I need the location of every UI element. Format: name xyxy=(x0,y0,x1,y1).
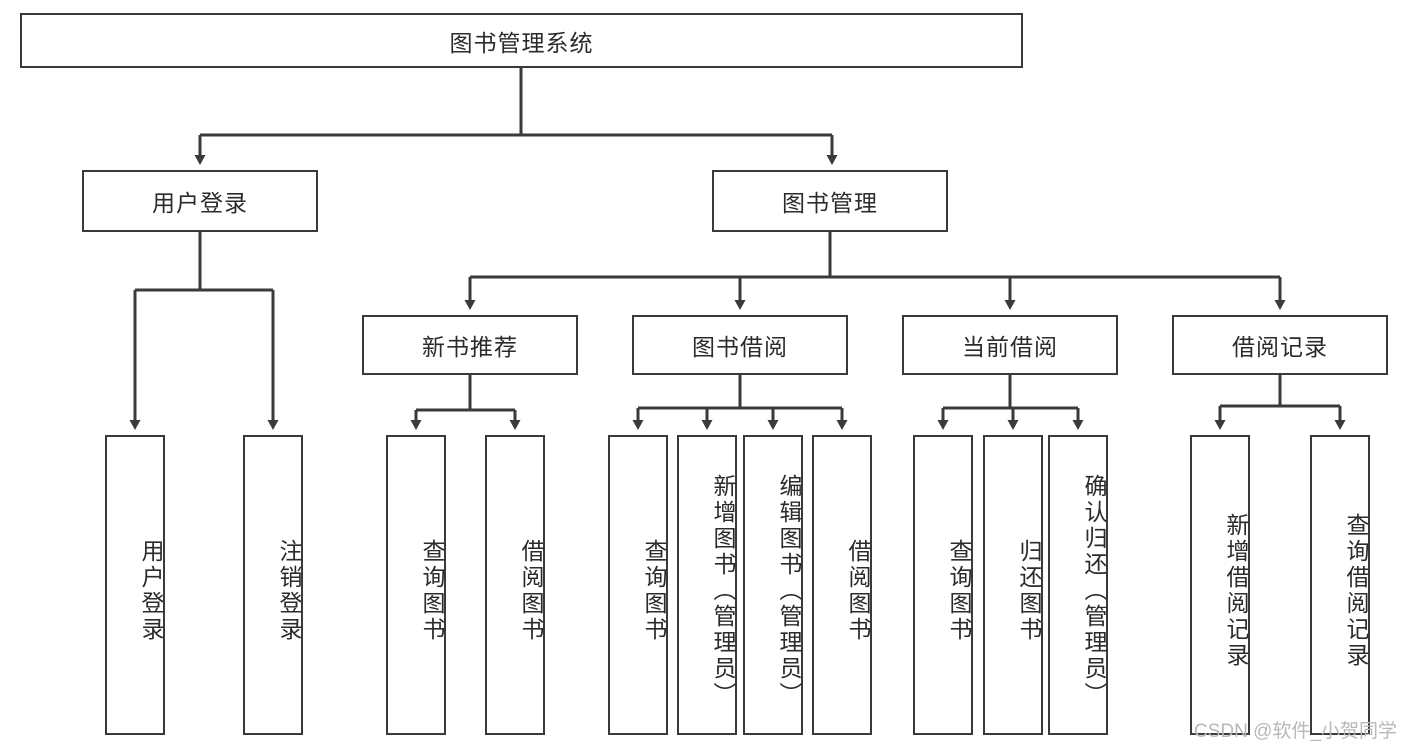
leaf-node[interactable]: 归还图书 xyxy=(983,435,1043,735)
node-label: 当前借阅 xyxy=(962,334,1058,360)
leaf-node[interactable]: 注销登录 xyxy=(243,435,303,735)
node-current-borrow[interactable]: 当前借阅 xyxy=(902,315,1118,375)
leaf-node[interactable]: 查询图书 xyxy=(608,435,668,735)
node-label: 新书推荐 xyxy=(422,334,518,360)
leaf-node[interactable]: 编辑图书（管理员） xyxy=(743,435,803,735)
node-book-borrow[interactable]: 图书借阅 xyxy=(632,315,848,375)
node-label: 借阅图书 xyxy=(518,539,544,643)
node-label: 借阅记录 xyxy=(1232,334,1328,360)
node-label: 归还图书 xyxy=(1016,539,1042,643)
node-label: 查询图书 xyxy=(946,539,972,643)
node-label: 新增借阅记录 xyxy=(1223,513,1249,669)
leaf-node[interactable]: 查询图书 xyxy=(386,435,446,735)
leaf-node[interactable]: 查询借阅记录 xyxy=(1310,435,1370,735)
node-new-book-recommend[interactable]: 新书推荐 xyxy=(362,315,578,375)
node-label: 图书管理 xyxy=(782,190,878,216)
leaf-node[interactable]: 借阅图书 xyxy=(485,435,545,735)
leaf-node[interactable]: 借阅图书 xyxy=(812,435,872,735)
node-user-login[interactable]: 用户登录 xyxy=(82,170,318,232)
node-label: 确认归还（管理员） xyxy=(1081,474,1107,708)
node-label: 用户登录 xyxy=(138,539,164,643)
node-label: 注销登录 xyxy=(276,539,302,643)
node-book-management[interactable]: 图书管理 xyxy=(712,170,948,232)
leaf-node[interactable]: 新增图书（管理员） xyxy=(677,435,737,735)
node-label: 用户登录 xyxy=(152,190,248,216)
node-label: 查询图书 xyxy=(419,539,445,643)
node-label: 图书借阅 xyxy=(692,334,788,360)
csdn-watermark: CSDN @软件_小贺同学 xyxy=(1194,721,1397,742)
node-label: 借阅图书 xyxy=(845,539,871,643)
leaf-node[interactable]: 用户登录 xyxy=(105,435,165,735)
node-label: 查询图书 xyxy=(641,539,667,643)
node-label: 图书管理系统 xyxy=(449,29,594,56)
node-borrow-records[interactable]: 借阅记录 xyxy=(1172,315,1388,375)
node-label: 新增图书（管理员） xyxy=(710,474,736,708)
node-label: 查询借阅记录 xyxy=(1343,513,1369,669)
leaf-node[interactable]: 确认归还（管理员） xyxy=(1048,435,1108,735)
leaf-node[interactable]: 查询图书 xyxy=(913,435,973,735)
node-root[interactable]: 图书管理系统 xyxy=(20,13,1023,68)
leaf-node[interactable]: 新增借阅记录 xyxy=(1190,435,1250,735)
node-label: 编辑图书（管理员） xyxy=(776,474,802,708)
